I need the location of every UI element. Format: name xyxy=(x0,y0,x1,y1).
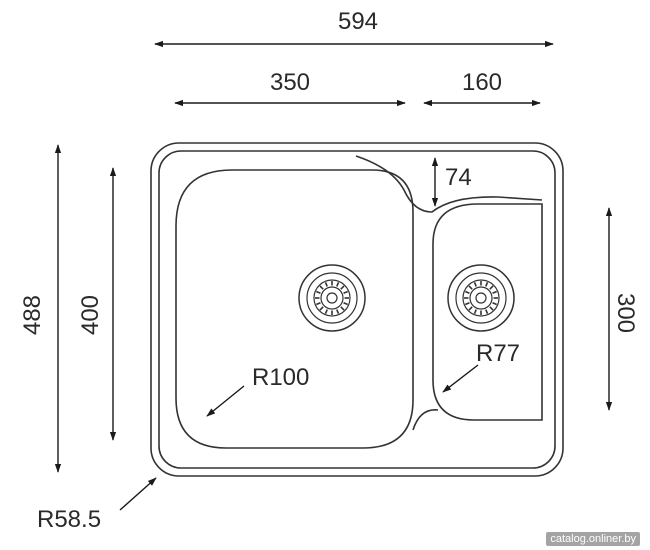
strainer-slot xyxy=(489,306,494,311)
strainer-slot xyxy=(336,281,340,287)
strainer-slot xyxy=(336,309,340,315)
strainer-slot xyxy=(324,281,328,287)
dim-label-488: 488 xyxy=(19,295,46,335)
small-drain xyxy=(447,264,515,332)
leader-r58-5 xyxy=(119,477,157,511)
strainer-slot xyxy=(464,290,470,294)
strainer-slot xyxy=(468,285,473,290)
strainer-slot xyxy=(319,306,324,311)
strainer-slot xyxy=(315,302,321,306)
large-bowl xyxy=(175,169,414,449)
leader-r100 xyxy=(206,385,245,417)
label-r77: R77 xyxy=(476,340,520,367)
strainer-slot xyxy=(324,309,328,315)
watermark-logo: catalog.onliner.by xyxy=(546,532,640,546)
small-bowl xyxy=(432,203,543,421)
strainer-slot xyxy=(464,302,470,306)
strainer-slot xyxy=(473,281,477,287)
small-bowl-lower-curve xyxy=(412,409,439,431)
sink-inner-rim xyxy=(158,150,556,469)
leader-r77 xyxy=(442,364,479,393)
strainer-slot xyxy=(315,290,321,294)
strainer-slot xyxy=(343,290,349,294)
dim-label-160: 160 xyxy=(462,69,502,96)
strainer-slot xyxy=(340,285,345,290)
strainer-slot xyxy=(340,306,345,311)
drain-deck-curve xyxy=(355,155,543,213)
strainer-slot xyxy=(343,302,349,306)
dim-label-300: 300 xyxy=(612,293,639,333)
dim-label-350: 350 xyxy=(270,69,310,96)
label-r58-5: R58.5 xyxy=(37,506,101,533)
strainer-slot xyxy=(489,285,494,290)
large-drain xyxy=(298,264,366,332)
sink-outline xyxy=(150,142,564,477)
dim-label-594: 594 xyxy=(338,8,378,35)
strainer-slot xyxy=(485,281,489,287)
label-r100: R100 xyxy=(252,364,309,391)
strainer-slot xyxy=(492,290,498,294)
strainer-slot xyxy=(473,309,477,315)
dim-label-74: 74 xyxy=(445,164,472,191)
strainer-slot xyxy=(468,306,473,311)
strainer-slot xyxy=(485,309,489,315)
strainer-slot xyxy=(492,302,498,306)
strainer-slot xyxy=(319,285,324,290)
sink-outer-rim xyxy=(150,142,564,477)
dim-label-400: 400 xyxy=(77,295,104,335)
